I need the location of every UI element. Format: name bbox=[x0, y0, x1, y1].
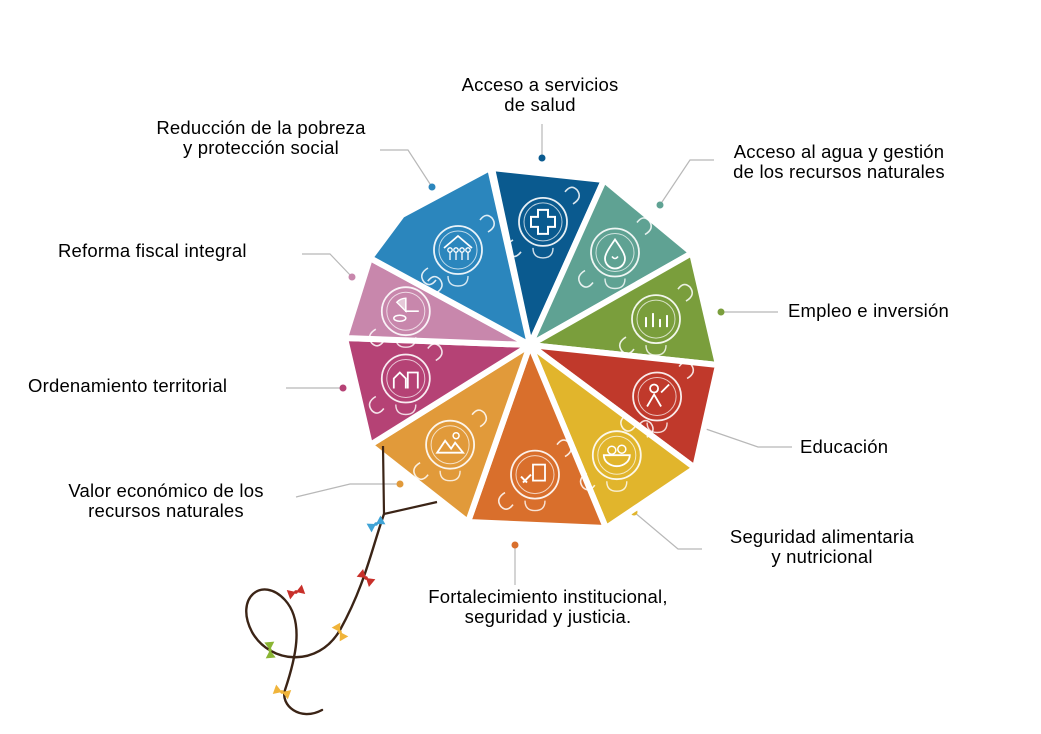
leader-line bbox=[380, 149, 433, 188]
label-pobreza: Reducción de la pobreza y protección soc… bbox=[130, 118, 392, 158]
label-empleo-line-1: Empleo e inversión bbox=[788, 300, 949, 321]
leader-dot bbox=[717, 308, 725, 316]
ribbon-bow-icon bbox=[366, 515, 386, 533]
label-institucional: Fortalecimiento institucional, seguridad… bbox=[392, 587, 704, 627]
label-alimentaria-line-1: Seguridad alimentaria bbox=[729, 526, 915, 547]
label-valor-line-1: Valor económico de los bbox=[68, 480, 264, 501]
ribbon-bow-icon bbox=[264, 641, 276, 659]
label-fiscal: Reforma fiscal integral bbox=[58, 241, 298, 261]
gavel-book-icon bbox=[497, 439, 573, 512]
ribbon-bow-icon bbox=[272, 684, 292, 700]
kite-bows bbox=[264, 515, 386, 700]
label-valor-line-2: recursos naturales bbox=[88, 500, 244, 521]
label-alimentaria-line-2: y nutricional bbox=[771, 546, 873, 567]
label-ordenamiento-line-1: Ordenamiento territorial bbox=[28, 375, 228, 396]
ribbon-bow-icon bbox=[286, 584, 306, 600]
leader-line bbox=[633, 511, 702, 550]
nature-landscape-icon bbox=[413, 409, 488, 482]
leader-line bbox=[302, 253, 353, 278]
coins-chart-icon bbox=[368, 275, 443, 348]
label-ordenamiento: Ordenamiento territorial bbox=[28, 376, 288, 396]
leader-line bbox=[702, 427, 792, 448]
leader-dot bbox=[656, 201, 664, 209]
medical-cross-icon bbox=[505, 186, 581, 259]
water-drop-icon bbox=[577, 217, 653, 290]
kite-tail bbox=[245, 512, 386, 716]
ribbon-bow-icon bbox=[331, 622, 349, 642]
label-salud-line-2: de salud bbox=[504, 94, 576, 115]
label-pobreza-line-1: Reducción de la pobreza bbox=[156, 117, 366, 138]
label-educacion-line-1: Educación bbox=[800, 436, 889, 457]
label-institucional-line-1: Fortalecimiento institucional, bbox=[428, 586, 668, 607]
label-pobreza-line-2: y protección social bbox=[183, 137, 339, 158]
label-salud: Acceso a servicios de salud bbox=[440, 75, 640, 115]
workers-icon bbox=[618, 283, 694, 356]
label-educacion: Educación bbox=[800, 437, 940, 457]
label-valor: Valor económico de los recursos naturale… bbox=[40, 481, 292, 521]
leader-dot bbox=[339, 384, 347, 392]
label-salud-line-1: Acceso a servicios bbox=[461, 74, 619, 95]
ribbon-bow-icon bbox=[356, 569, 376, 587]
family-home-icon bbox=[420, 214, 496, 287]
kite-icons bbox=[368, 186, 695, 512]
label-institucional-line-2: seguridad y justicia. bbox=[464, 606, 632, 627]
leader-dot bbox=[428, 183, 436, 191]
kite-cord bbox=[245, 445, 438, 716]
label-agua-line-2: de los recursos naturales bbox=[733, 161, 945, 182]
student-icon bbox=[620, 361, 695, 434]
label-alimentaria: Seguridad alimentaria y nutricional bbox=[702, 527, 942, 567]
label-agua-line-1: Acceso al agua y gestión bbox=[733, 141, 945, 162]
leader-line bbox=[659, 159, 714, 206]
food-basket-icon bbox=[579, 419, 654, 492]
city-houses-icon bbox=[368, 343, 443, 416]
leader-dot bbox=[511, 541, 519, 549]
leader-dot bbox=[348, 273, 356, 281]
leader-dot bbox=[538, 154, 546, 162]
label-agua: Acceso al agua y gestión de los recursos… bbox=[708, 142, 970, 182]
label-fiscal-line-1: Reforma fiscal integral bbox=[58, 240, 247, 261]
leader-dot bbox=[396, 480, 404, 488]
label-empleo: Empleo e inversión bbox=[788, 301, 988, 321]
